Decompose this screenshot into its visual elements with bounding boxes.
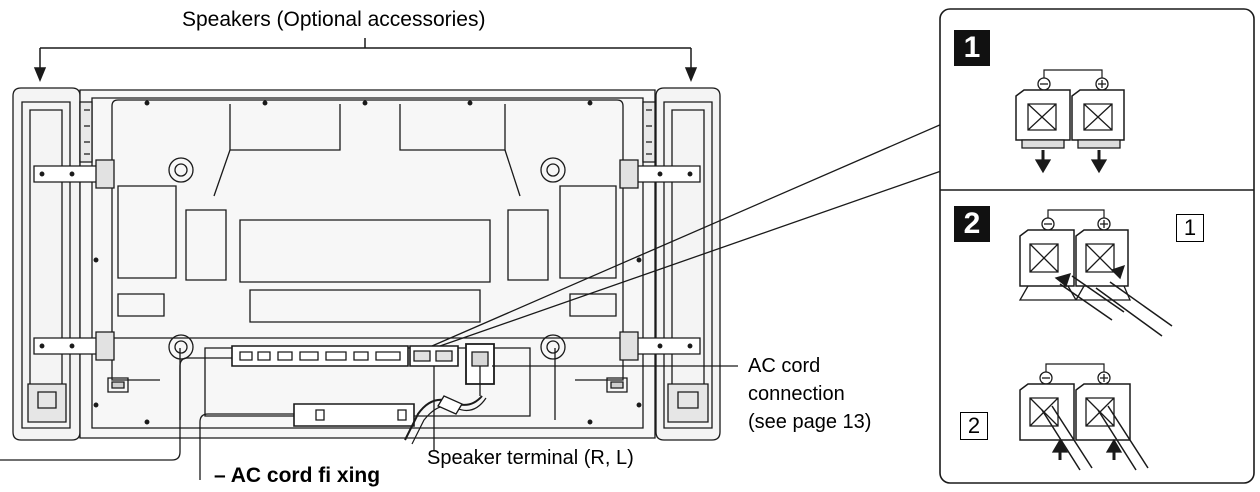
ac-cord-fixing-label: – AC cord fi xing [214,464,381,487]
speaker-terminal-label: Speaker terminal (R, L) [427,447,634,469]
connector-strip [231,343,495,445]
right-speaker [655,87,721,441]
substep-2-box: 2 [960,412,988,440]
terminal-step2a [1018,209,1173,337]
terminal-step2b [1019,363,1149,471]
step-2-badge: 2 [954,206,990,242]
speakers-label: Speakers (Optional accessories) [182,8,486,31]
instruction-panel [939,8,1255,484]
callout-lines [0,123,945,480]
speaker-brackets [33,159,701,361]
ac-cord-label-line2: connection [748,383,845,405]
speakers-bracket [33,38,698,82]
display-rear-panel [79,89,656,439]
left-speaker [12,87,81,441]
ac-cord-label-line1: AC cord [748,355,821,377]
substep-1-box: 1 [1176,214,1204,242]
terminal-step1 [1015,69,1125,174]
ac-cord-label-line3: (see page 13) [748,411,872,433]
step-1-badge: 1 [954,30,990,66]
